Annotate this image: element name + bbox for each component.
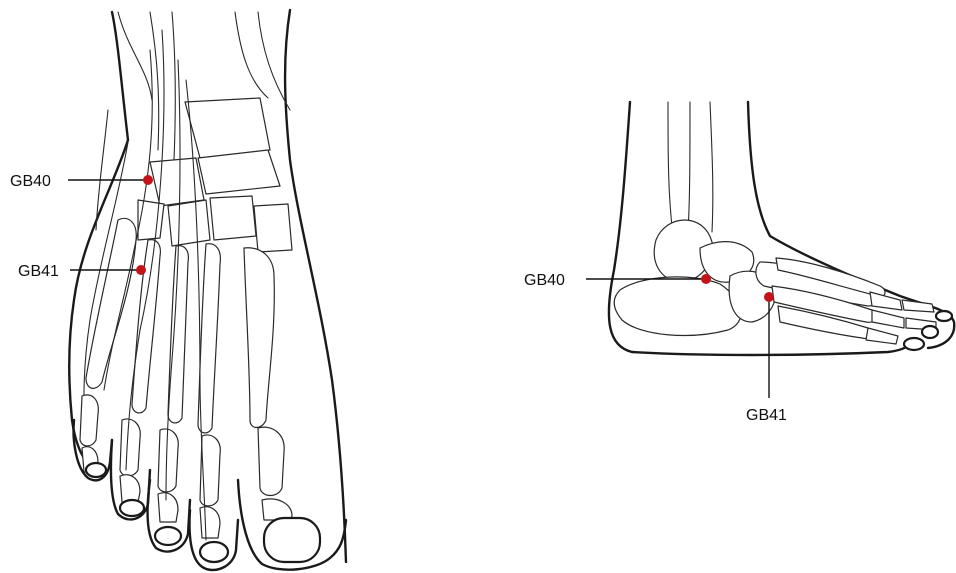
nail-fourth-toe [120, 500, 144, 516]
label-front-gb41: GB41 [18, 263, 59, 280]
nail-third-toe [155, 527, 181, 545]
label-side-gb40: GB40 [524, 272, 565, 289]
side-toe-tip-1 [904, 338, 924, 350]
side-toe-tip-3 [936, 311, 952, 321]
side-toe-tip-2 [922, 326, 938, 338]
acupoint-front-gb40 [143, 175, 153, 185]
label-front-gb40: GB40 [10, 173, 51, 190]
nail-second-toe [200, 542, 228, 562]
nail-little-toe [86, 463, 106, 477]
side-foot-view: GB40 GB41 [524, 102, 954, 424]
nail-big-toe [264, 518, 320, 562]
acupoint-side-gb40 [701, 274, 711, 284]
acupoint-side-gb41 [764, 292, 774, 302]
label-side-gb41: GB41 [746, 407, 787, 424]
front-foot-view: GB40 GB41 [10, 10, 346, 570]
acupoint-front-gb41 [136, 265, 146, 275]
